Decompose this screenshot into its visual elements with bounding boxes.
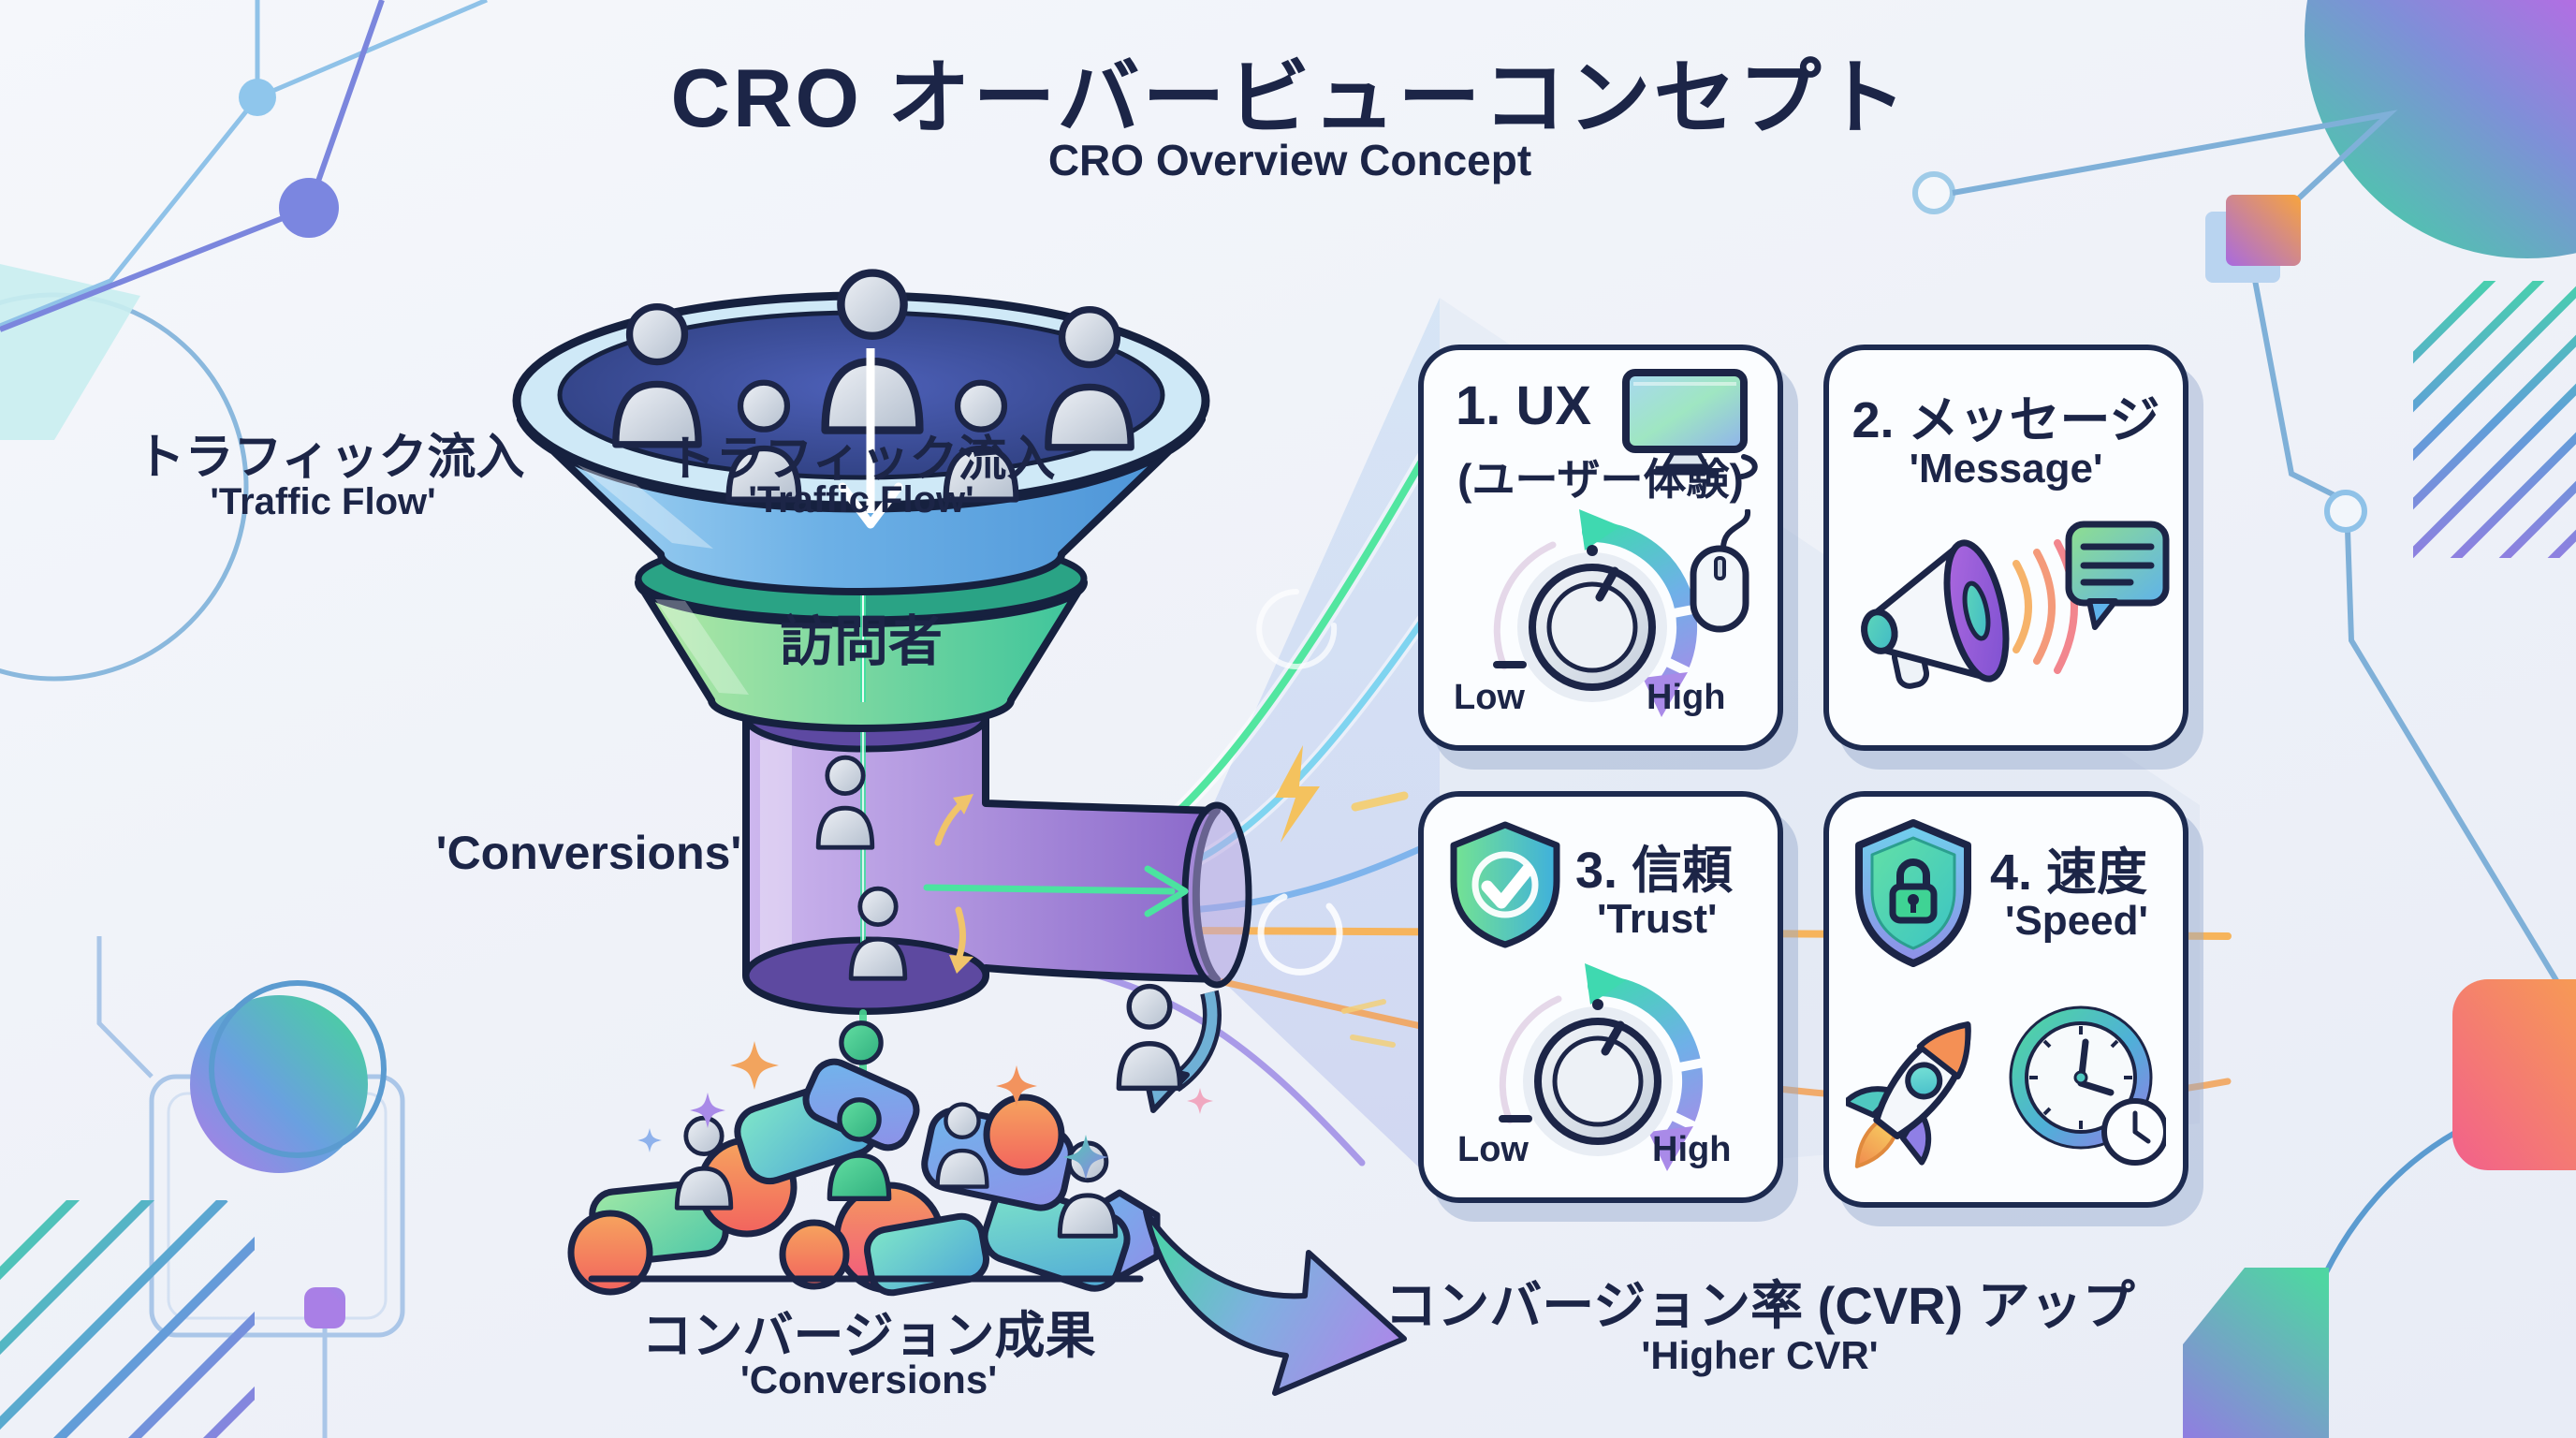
card-subtitle: 'Trust' [1597,896,1718,942]
sound-waves-icon [2012,539,2078,674]
card-speed: 4. 速度 'Speed' [1823,791,2188,1208]
rocket-icon [1846,1021,1971,1168]
ring-node [1912,171,1955,214]
hatch-pattern [0,1200,255,1438]
outcome-label-en: 'Conversions' [739,1357,998,1401]
funnel-stage-conversions [742,682,1252,1113]
shield-lock-icon [1855,819,1971,967]
gradient-circle [2305,0,2576,258]
card-title: 1. UX [1456,375,1592,436]
decor-top-right [1912,0,2576,1015]
node-dot [239,79,276,116]
network-lines-top-left [0,0,488,682]
person-icon [1119,987,1179,1089]
card-title: 4. 速度 [1990,844,2148,901]
card-subtitle: 'Speed' [2005,898,2148,944]
circle-outline [209,980,387,1158]
funnel-top-label-en: 'Traffic Flow' [748,479,974,521]
funnel-stage-traffic [512,273,1210,595]
conversions-side-label: 'Conversions' [435,827,742,879]
dial-knob-icon [1499,963,1709,1171]
shield-check-icon [1450,821,1560,948]
gradient-square [2226,195,2301,266]
ring-node [2324,490,2367,533]
decor-bottom-right [2183,979,2576,1438]
megaphone-icon [1861,539,2010,689]
megaphone-and-bubble [1861,521,2170,689]
card-message: 2. メッセージ 'Message' [1823,345,2188,751]
card-trust: 3. 信頼 'Trust' Low High [1418,791,1783,1203]
lightning-icon [1275,745,1320,843]
node-dot [279,178,339,238]
page-subtitle: CRO Overview Concept [1047,136,1532,184]
funnel-mid-label: 訪問者 [779,611,944,672]
card-subtitle: 'Message' [1909,446,2103,492]
conversion-pile [567,1058,1161,1297]
mouse-icon [1690,509,1750,633]
gradient-shape [2183,1268,2329,1438]
down-arrow-icon [838,348,903,529]
gradient-square [2452,979,2576,1170]
dial-high-label: High [1652,1130,1732,1169]
card-ux: 1. UX (ユーザー体験) Low High [1418,345,1783,751]
monitor-icon [1622,369,1758,479]
funnel-top-label-jp: トラフィック流入 [666,433,1056,487]
outcome-label-jp: コンバージョン成果 [641,1308,1096,1364]
small-square [304,1287,345,1328]
traffic-side-label-en: 'Traffic Flow' [210,481,436,522]
curved-arrow-icon [1143,1209,1407,1396]
dial-knob-icon [1493,509,1704,717]
card-title: 2. メッセージ [1852,392,2160,448]
dial-high-label: High [1647,678,1726,717]
traffic-side-label-jp: トラフィック流入 [136,431,525,485]
dial-low-label: Low [1454,678,1525,717]
funnel [512,273,1252,1113]
page-title: CRO オーバービューコンセプト [670,51,1910,144]
dial-low-label: Low [1457,1130,1529,1169]
card-title: 3. 信頼 [1575,843,1734,899]
result-label-jp: コンバージョン率 (CVR) アップ [1384,1276,2135,1335]
decor-bottom-left [0,936,405,1438]
clock-icon [2009,1005,2166,1166]
result-label-en: 'Higher CVR' [1641,1333,1879,1377]
sub-clock [2101,1098,2166,1166]
hatch-pattern [2413,281,2576,558]
speech-bubble-icon [2065,521,2170,630]
